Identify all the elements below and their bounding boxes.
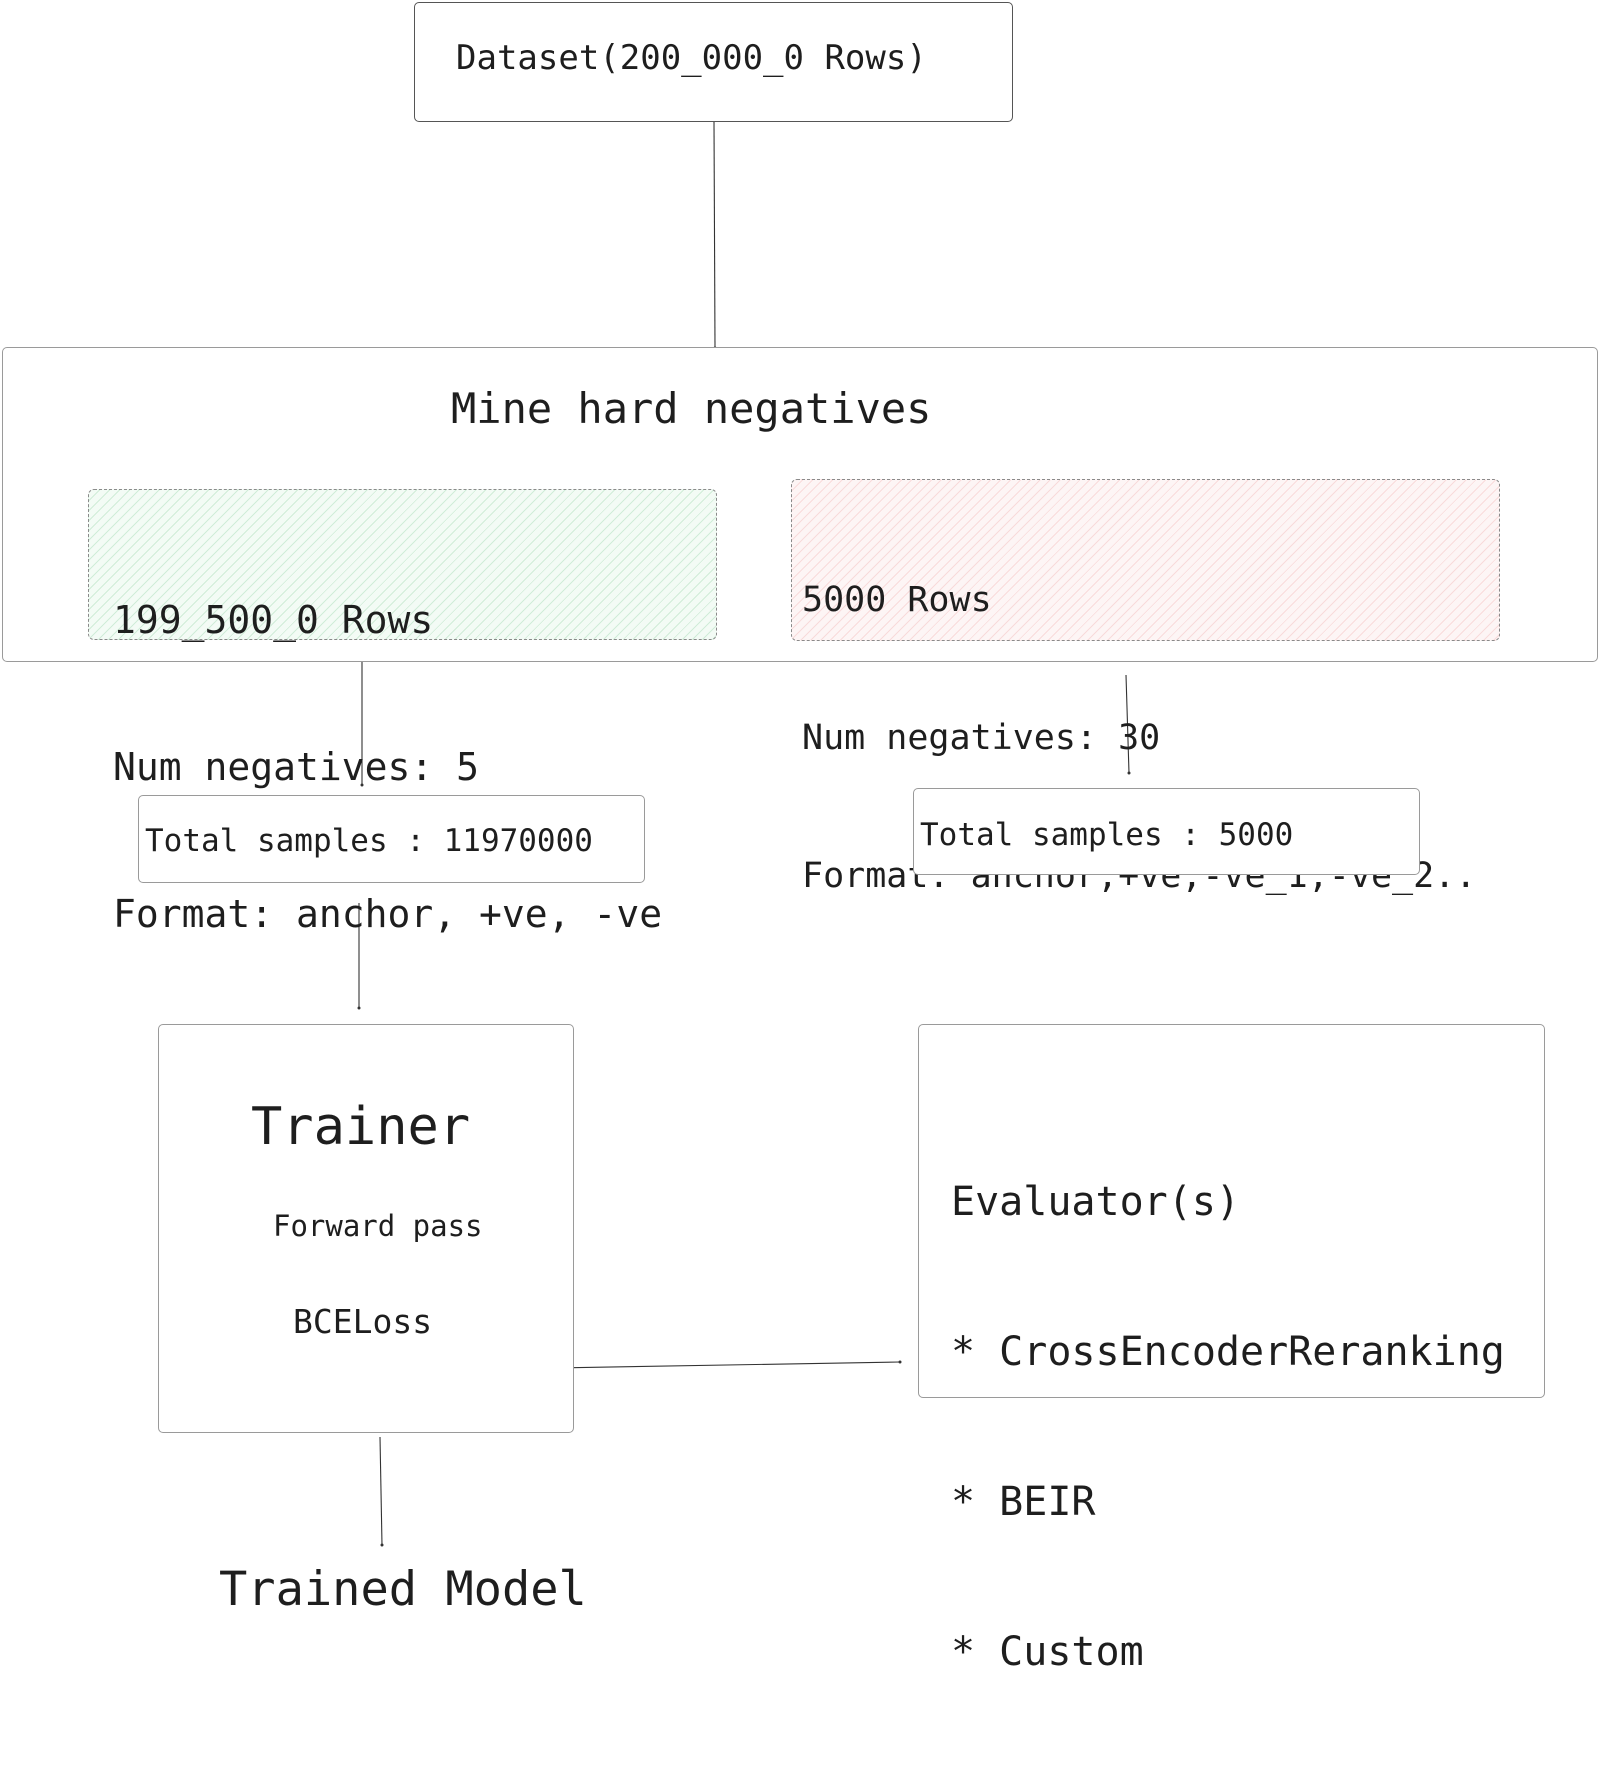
eval-samples-node[interactable]: Total samples : 5000 xyxy=(913,788,1420,875)
evaluator-title: Evaluator(s) xyxy=(951,1179,1240,1225)
evaluator-item-beir: * BEIR xyxy=(951,1479,1096,1525)
eval-split-to-samples-arrow xyxy=(1125,674,1130,774)
trainer-node[interactable]: Trainer Forward pass BCELoss xyxy=(158,1024,574,1433)
eval-split-node[interactable]: 5000 Rows Num negatives: 30 Format: anch… xyxy=(791,479,1500,896)
evaluator-item-crossencoder: * CrossEncoderReranking xyxy=(951,1329,1505,1375)
dataset-label: Dataset(200_000_0 Rows) xyxy=(456,38,927,78)
eval-split-negatives: Num negatives: 30 xyxy=(802,718,1161,758)
eval-samples-label: Total samples : 5000 xyxy=(920,817,1294,853)
trainer-to-model-arrow xyxy=(379,1436,383,1546)
dataset-to-mine-arrow xyxy=(713,121,716,349)
eval-split-rows: 5000 Rows xyxy=(802,580,992,620)
dataset-node[interactable]: Dataset(200_000_0 Rows) xyxy=(414,2,1013,122)
forward-pass-label: Forward pass xyxy=(273,1209,483,1243)
mine-hard-negatives-title: Mine hard negatives xyxy=(451,384,932,433)
train-split-rows: 199_500_0 Rows xyxy=(113,598,434,642)
train-samples-label: Total samples : 11970000 xyxy=(145,823,593,859)
trained-model-label: Trained Model xyxy=(219,1562,587,1617)
evaluator-node[interactable]: Evaluator(s) * CrossEncoderReranking * B… xyxy=(918,1024,1545,1675)
evaluator-item-custom: * Custom xyxy=(951,1629,1144,1675)
train-split-format: Format: anchor, +ve, -ve xyxy=(113,892,663,936)
trainer-title: Trainer xyxy=(251,1097,471,1157)
bce-loss-label: BCELoss xyxy=(293,1302,433,1341)
train-split-node[interactable]: 199_500_0 Rows Num negatives: 5 Format: … xyxy=(88,489,717,936)
train-split-negatives: Num negatives: 5 xyxy=(113,745,480,789)
train-samples-node[interactable]: Total samples : 11970000 xyxy=(138,795,645,883)
